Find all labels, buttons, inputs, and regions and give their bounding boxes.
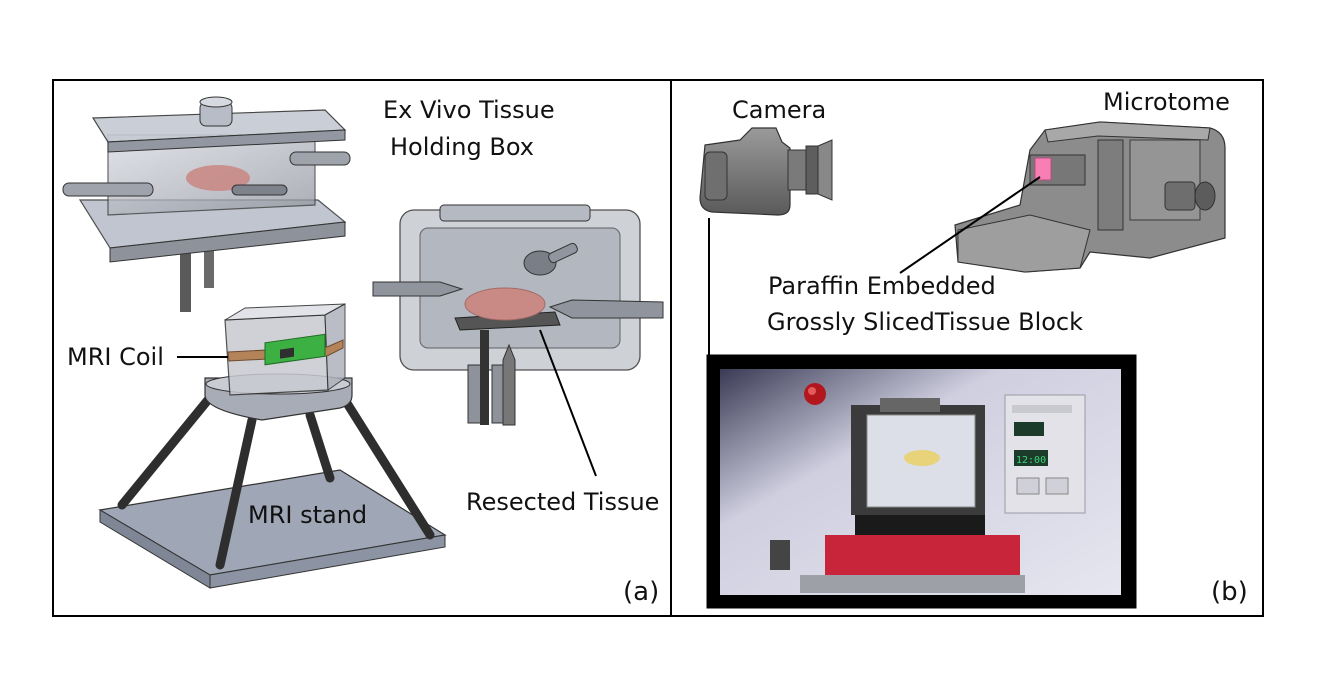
- panel-a-label: (a): [623, 577, 659, 607]
- resected-tissue-sample: [464, 287, 546, 321]
- microtome-photo: 12:00: [709, 357, 1134, 606]
- panel-b-label: (b): [1211, 577, 1248, 607]
- camera-label: Camera: [732, 96, 826, 124]
- tissue-sample-3d: [186, 165, 250, 191]
- holding-box-front-view: [372, 204, 664, 426]
- mri-stand-label: MRI stand: [248, 501, 367, 529]
- block-label-line1: Paraffin Embedded: [768, 272, 996, 300]
- resected-tissue-pointer: [539, 329, 597, 477]
- panel-readout: 12:00: [1016, 455, 1046, 466]
- mri-stand-illustration: [98, 303, 447, 589]
- mri-coil-label: MRI Coil: [67, 343, 164, 371]
- paraffin-block: [1034, 157, 1052, 181]
- microtome-illustration: [954, 121, 1226, 273]
- resected-tissue-label: Resected Tissue: [466, 488, 659, 516]
- camera-icon: [699, 127, 833, 216]
- holding-box-illustration: [62, 96, 351, 312]
- paraffin-block-pointer: [899, 176, 1041, 274]
- microtome-photo-border: [706, 354, 1137, 609]
- holding-box-title-line1: Ex Vivo Tissue: [383, 96, 555, 124]
- microtome-label: Microtome: [1103, 88, 1230, 116]
- block-label-line2: Grossly SlicedTissue Block: [767, 308, 1083, 336]
- holding-box-title-line2: Holding Box: [390, 133, 534, 161]
